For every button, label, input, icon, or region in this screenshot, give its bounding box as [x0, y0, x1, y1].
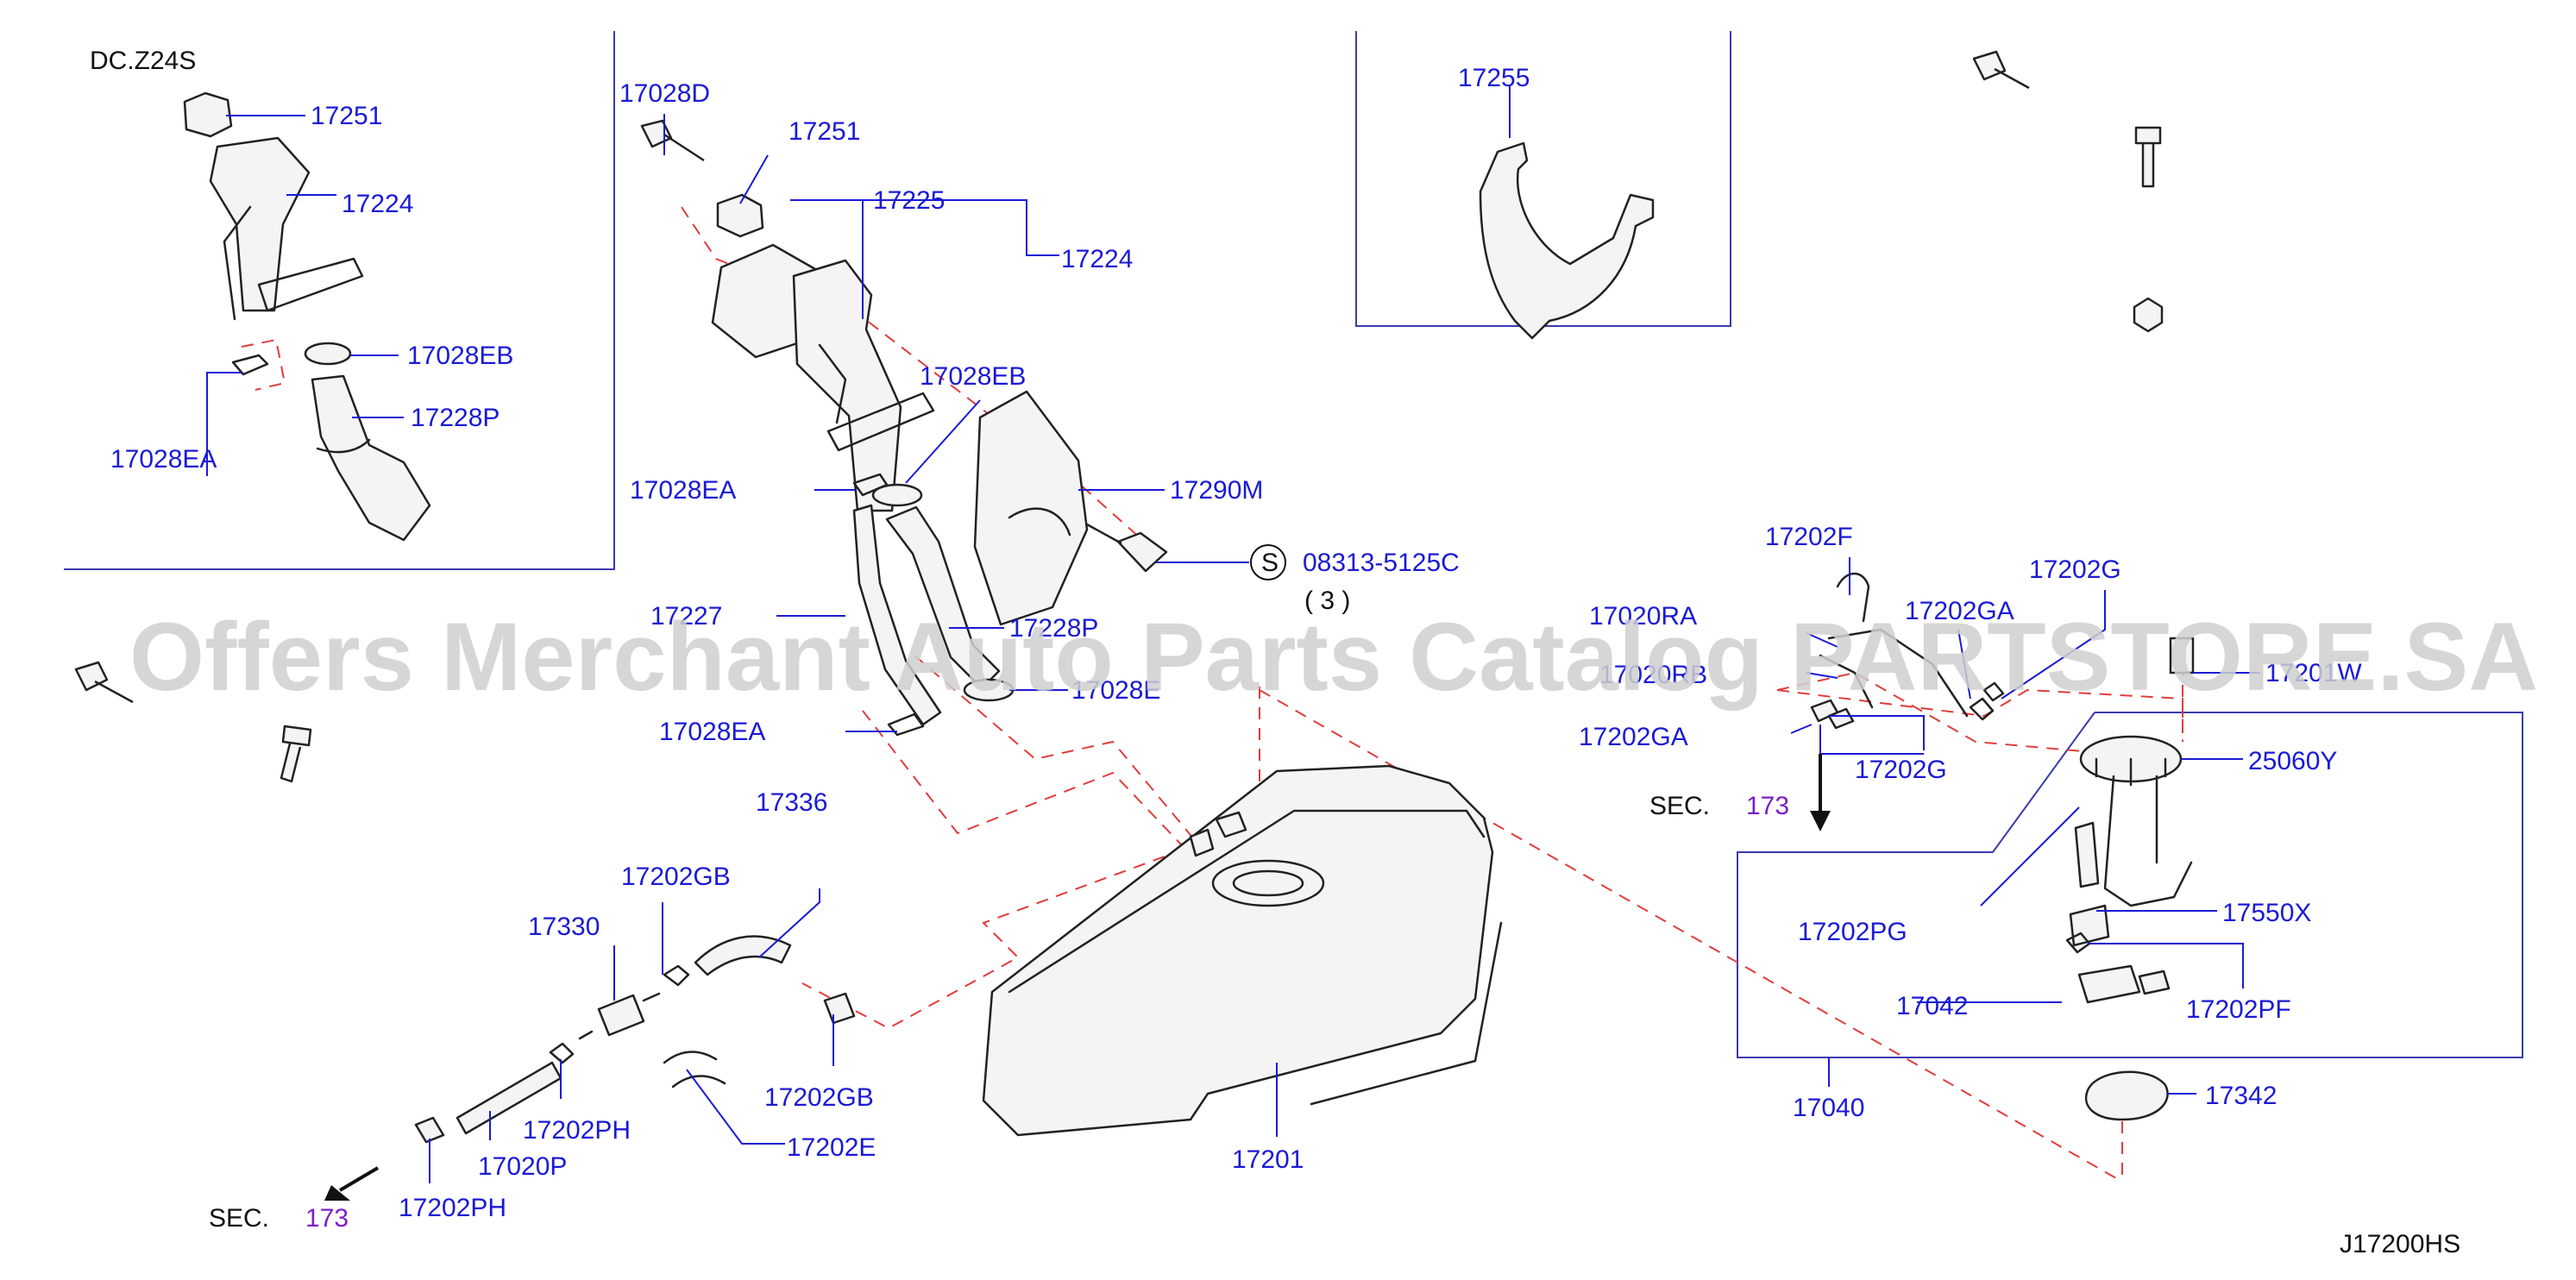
- hose-17336: [694, 935, 792, 976]
- fuel-pump-assembly: [2074, 775, 2193, 907]
- section-prefix-right: SEC.: [1649, 792, 1710, 820]
- heat-shield-17290M: [973, 390, 1089, 626]
- filler-neck-left: [209, 136, 364, 321]
- label-17228P-left: 17228P: [411, 404, 499, 432]
- label-17028EB-left: 17028EB: [407, 342, 513, 370]
- label-17227: 17227: [650, 602, 722, 631]
- loose-bolt-b: [2134, 126, 2162, 188]
- label-17202PF: 17202PF: [2186, 995, 2291, 1024]
- label-17028EB-center: 17028EB: [920, 362, 1026, 391]
- label-17225: 17225: [873, 186, 945, 215]
- fuel-filter-17330: [578, 992, 661, 1040]
- label-17224-center: 17224: [1061, 245, 1133, 273]
- label-17202PH-lower: 17202PH: [399, 1194, 506, 1222]
- label-17251-center: 17251: [789, 117, 860, 146]
- label-17224-left: 17224: [342, 190, 413, 218]
- label-17330: 17330: [528, 913, 600, 941]
- section-arrow-right: [1810, 754, 1831, 831]
- label-17042: 17042: [1896, 992, 1968, 1020]
- assembly-dashed-lines: [681, 206, 2183, 1183]
- bolt-quantity: ( 3 ): [1304, 587, 1350, 615]
- clamp-17028EA-left: [231, 338, 286, 391]
- clip-17202PH-upper: [549, 1042, 575, 1064]
- section-number-right: 173: [1746, 792, 1789, 820]
- clip-17202PH-lower: [414, 1116, 445, 1144]
- clamp-17028EB-center: [871, 483, 923, 507]
- label-17028EA-center: 17028EA: [630, 476, 736, 505]
- label-17251-left: 17251: [311, 102, 382, 130]
- fuel-tank-17201: [982, 764, 1503, 1137]
- loose-bolt-c: [74, 661, 134, 704]
- section-prefix-left: SEC.: [209, 1204, 269, 1233]
- label-17228P-center: 17228P: [1009, 614, 1098, 643]
- loose-nut: [2133, 297, 2164, 333]
- label-17020RB: 17020RB: [1599, 661, 1707, 689]
- bracket-17255: [1479, 141, 1655, 340]
- variant-label: DC.Z24S: [90, 47, 196, 75]
- label-17040: 17040: [1793, 1094, 1864, 1122]
- label-17336: 17336: [756, 788, 827, 817]
- vent-hoses-17202F: [1810, 572, 1969, 730]
- hose-17227: [852, 504, 942, 726]
- clamp-17028EB-left: [304, 342, 352, 366]
- label-17290M: 17290M: [1170, 476, 1263, 505]
- label-bolt-spec: 08313-5125C: [1303, 549, 1460, 577]
- section-arrow-left: [324, 1166, 380, 1201]
- label-17028EA-left: 17028EA: [110, 445, 217, 474]
- pump-17042: [2077, 964, 2171, 1004]
- label-17020RA: 17020RA: [1589, 602, 1697, 631]
- label-17020P: 17020P: [478, 1152, 567, 1181]
- label-17202GB-upper: 17202GB: [621, 863, 731, 891]
- label-17201: 17201: [1232, 1145, 1304, 1174]
- inset-frame-left: [64, 31, 615, 570]
- filler-cap-center: [716, 193, 764, 238]
- spec-symbol: S: [1261, 549, 1279, 577]
- clamp-17028EA-center: [852, 473, 889, 497]
- leader-lines: [206, 86, 2260, 1183]
- spec-symbol-circle: [1250, 544, 1286, 580]
- clip-17202GB-lower: [823, 992, 856, 1025]
- filler-neck-center: [792, 259, 935, 512]
- gasket-17342: [2085, 1070, 2169, 1121]
- hose-17228P-center: [885, 505, 1001, 690]
- label-17202PG: 17202PG: [1798, 918, 1907, 946]
- label-17342: 17342: [2205, 1082, 2277, 1110]
- section-number-left: 173: [305, 1204, 349, 1233]
- label-17028D: 17028D: [619, 79, 710, 108]
- clip-17202GA: [1969, 681, 2005, 721]
- label-17202GA-lower: 17202GA: [1579, 723, 1688, 751]
- bolt-17028D: [640, 119, 705, 162]
- label-17202G-lower: 17202G: [1855, 756, 1947, 784]
- label-17201W: 17201W: [2265, 659, 2362, 687]
- label-17202E: 17202E: [787, 1133, 876, 1162]
- clip-17202GB-upper: [663, 964, 690, 987]
- loose-bolt-d: [280, 725, 312, 783]
- filler-hose-left: [311, 374, 431, 542]
- label-17028EA-lower: 17028EA: [659, 718, 765, 746]
- label-17255: 17255: [1458, 64, 1530, 92]
- label-17028E: 17028E: [1071, 676, 1160, 705]
- label-17550X: 17550X: [2222, 899, 2311, 927]
- label-17202GB-lower: 17202GB: [764, 1083, 874, 1112]
- assembly-frame-17040: [1737, 712, 2523, 1058]
- watermark: Offers Merchant Auto Parts Catalog PARTS…: [129, 603, 2538, 711]
- filler-cap-left: [183, 91, 233, 138]
- label-17202G-upper: 17202G: [2029, 555, 2121, 584]
- label-17202PH-upper: 17202PH: [523, 1116, 631, 1145]
- loose-bolt-a: [1972, 50, 2030, 90]
- filter-17550X: [2069, 904, 2110, 947]
- pump-flange-25060Y: [2079, 735, 2183, 787]
- label-25060Y: 25060Y: [2248, 747, 2337, 775]
- label-17202F: 17202F: [1765, 523, 1853, 551]
- label-17202GA-upper: 17202GA: [1905, 597, 2014, 625]
- bolt-08313-5125C: [1086, 523, 1168, 573]
- diagram-code: J17200HS: [2340, 1230, 2460, 1258]
- hose-17202E: [663, 1051, 726, 1089]
